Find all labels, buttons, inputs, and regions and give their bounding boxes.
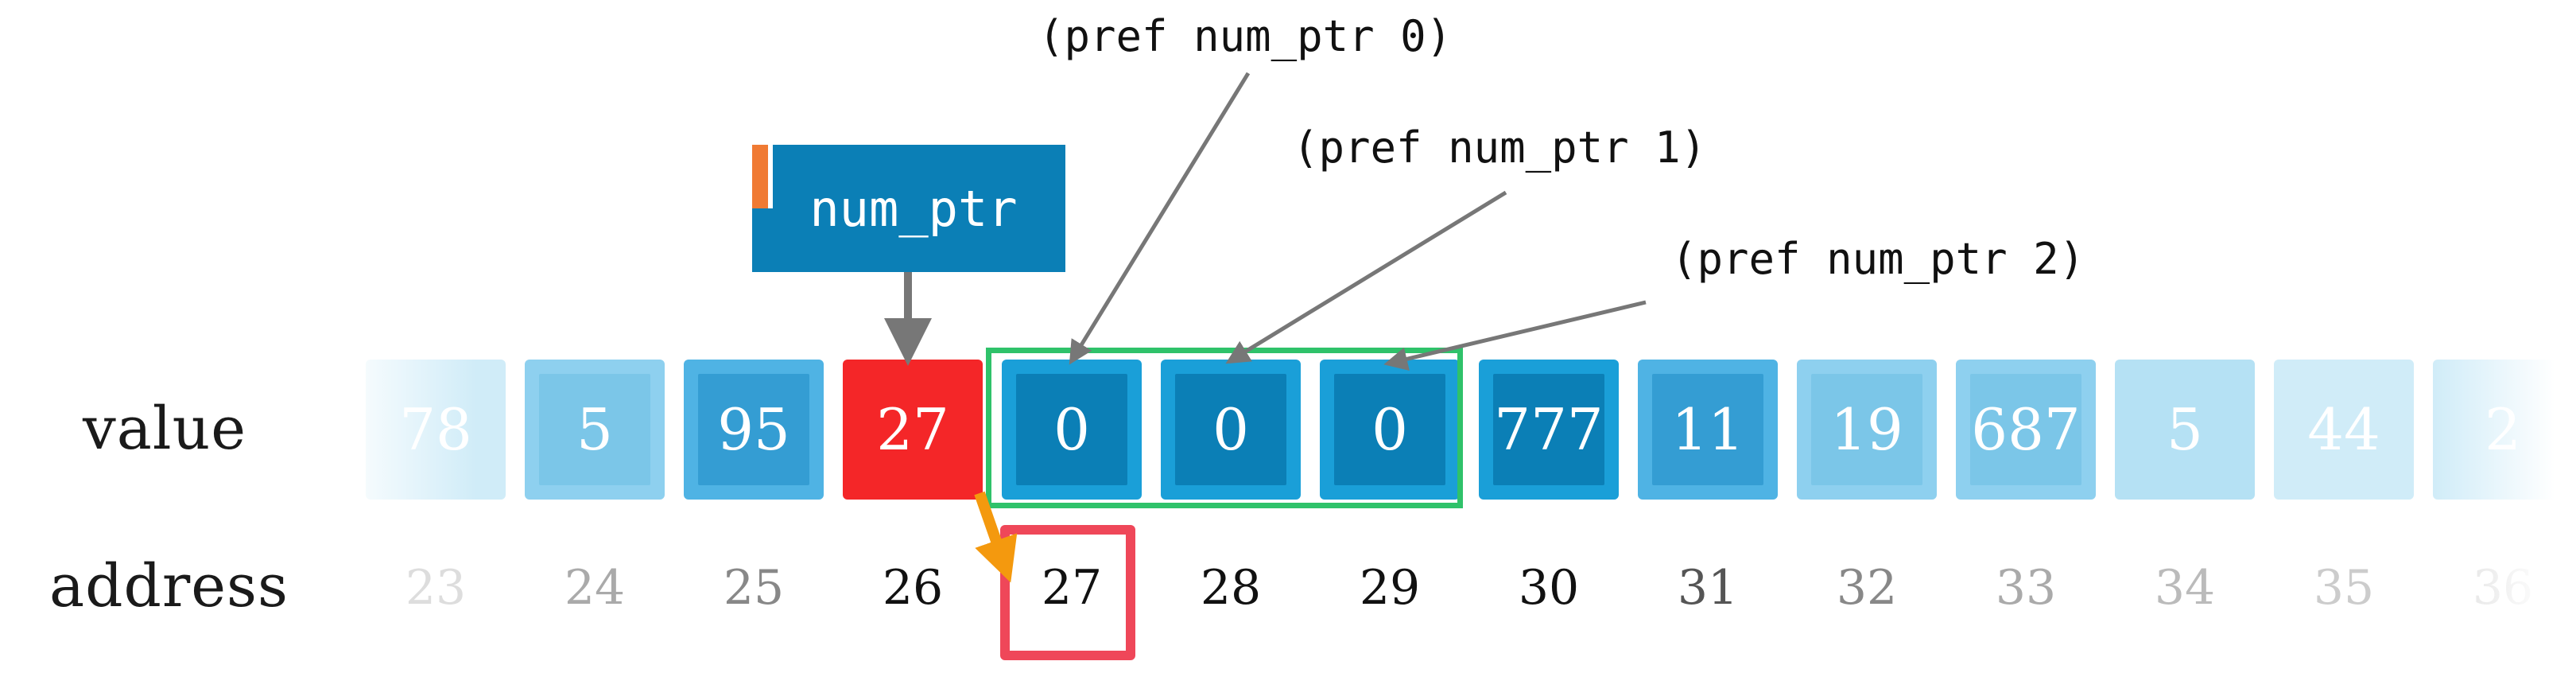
memory-cell: 777 <box>1479 360 1619 500</box>
memory-address: 27 <box>1041 560 1103 616</box>
memory-cell-inner <box>539 374 650 485</box>
memory-cell-value: 0 <box>1053 396 1090 463</box>
memory-cell-inner <box>1334 374 1445 485</box>
annotation-pref-2: (pref num_ptr 2) <box>1671 234 2085 284</box>
pointer-tag-marker <box>752 145 773 208</box>
fade-left-overlay <box>350 350 477 509</box>
annotation-pref-0: (pref num_ptr 0) <box>1038 11 1453 61</box>
value-row-label: value <box>83 395 247 463</box>
memory-cell-value: 11 <box>1671 396 1744 463</box>
memory-address: 24 <box>564 560 626 616</box>
memory-cell-value: 5 <box>2167 396 2203 463</box>
fade-right-overlay <box>2433 350 2576 509</box>
memory-address: 30 <box>1518 560 1580 616</box>
memory-address: 32 <box>1836 560 1898 616</box>
memory-cell-value: 0 <box>1371 396 1408 463</box>
pref-range-box <box>986 348 1463 508</box>
memory-cell: 11 <box>1638 360 1778 500</box>
annotation-arrow-1 <box>1225 190 1507 364</box>
memory-cell-value: 19 <box>1830 396 1903 463</box>
memory-cell-value: 687 <box>1971 396 2081 463</box>
annotation-pref-1: (pref num_ptr 1) <box>1293 122 1707 173</box>
memory-cell-value: 44 <box>2307 396 2380 463</box>
memory-cell: 27 <box>843 360 983 500</box>
memory-cell: 687 <box>1956 360 2096 500</box>
annotation-arrow-0 <box>1069 72 1251 365</box>
pointer-variable-box: num_ptr <box>752 145 1065 272</box>
memory-cell-inner <box>698 374 809 485</box>
memory-cell-value: 27 <box>876 396 949 463</box>
memory-cell: 95 <box>684 360 824 500</box>
memory-cell-value: 95 <box>717 396 790 463</box>
pointer-target-address-highlight <box>1000 525 1135 660</box>
memory-cell-inner <box>857 374 968 485</box>
memory-address: 26 <box>882 560 944 616</box>
memory-cell-inner <box>1493 374 1604 485</box>
memory-cell: 0 <box>1161 360 1301 500</box>
memory-cell-inner <box>1970 374 2081 485</box>
memory-cell: 5 <box>2115 360 2255 500</box>
memory-cell-inner <box>1175 374 1286 485</box>
memory-cell-value: 777 <box>1494 396 1604 463</box>
memory-cell: 0 <box>1002 360 1142 500</box>
memory-cell-inner <box>1016 374 1127 485</box>
memory-cell-value: 0 <box>1212 396 1249 463</box>
memory-address: 29 <box>1359 560 1421 616</box>
memory-address: 31 <box>1677 560 1739 616</box>
memory-address: 25 <box>723 560 785 616</box>
memory-address: 35 <box>2313 560 2375 616</box>
memory-cell-inner <box>1811 374 1922 485</box>
memory-cell: 5 <box>525 360 665 500</box>
memory-address: 34 <box>2154 560 2216 616</box>
address-row-label: address <box>49 552 289 620</box>
fade-right-address-overlay <box>2433 549 2576 636</box>
memory-cell-value: 5 <box>576 396 613 463</box>
memory-address: 28 <box>1200 560 1262 616</box>
memory-cell: 44 <box>2274 360 2414 500</box>
memory-cell-inner <box>1652 374 1763 485</box>
memory-address: 23 <box>405 560 467 616</box>
memory-cell: 0 <box>1320 360 1460 500</box>
pointer-variable-name: num_ptr <box>809 179 1018 238</box>
memory-cell: 19 <box>1797 360 1937 500</box>
memory-address: 33 <box>1995 560 2057 616</box>
